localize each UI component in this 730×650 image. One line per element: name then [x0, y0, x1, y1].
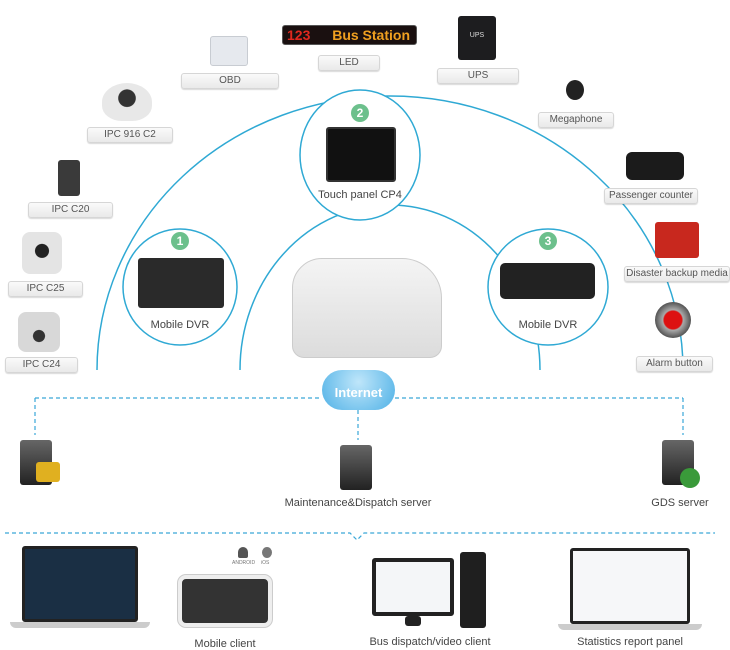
label-ups: UPS: [437, 68, 519, 84]
badge-1: 1: [171, 232, 189, 250]
label-led: LED: [318, 55, 380, 71]
badge-2: 2: [351, 104, 369, 122]
internet-cloud: Internet: [322, 370, 395, 410]
database-box-icon: [36, 462, 60, 482]
internet-dashed-links: [5, 397, 715, 541]
dome-camera-icon: [102, 83, 152, 121]
android-icon: [238, 547, 248, 558]
label-ipc-c25: IPC C25: [8, 281, 83, 297]
apple-icon: [262, 547, 272, 558]
label-maintenance-dispatch-server: Maintenance&Dispatch server: [284, 497, 432, 509]
label-statistics-report-panel: Statistics report panel: [577, 636, 683, 648]
label-mobile-client: Mobile client: [194, 638, 256, 650]
label-mobile-dvr-3: Mobile DVR: [518, 319, 578, 331]
label-ipc-c20: IPC C20: [28, 202, 113, 218]
led-number: 123: [287, 27, 311, 43]
camera-icon: [22, 232, 62, 274]
desktop-monitor-icon: [372, 558, 454, 616]
ios-label: iOS: [261, 560, 270, 566]
pc-tower-icon: [460, 552, 486, 628]
android-label: ANDROID: [232, 560, 256, 566]
ups-text: UPS: [469, 32, 485, 39]
led-sign-icon: 123 Bus Station: [282, 25, 417, 45]
laptop-base: [10, 622, 150, 628]
mobile-dvr-icon: [500, 263, 595, 299]
laptop-statistics-icon: [570, 548, 690, 624]
gds-globe-icon: [680, 468, 700, 488]
label-passenger-counter: Passenger counter: [604, 188, 698, 204]
laptop-base: [558, 624, 702, 630]
label-obd: OBD: [181, 73, 279, 89]
ups-box-icon: UPS: [458, 16, 496, 60]
counter-icon: [626, 152, 684, 180]
server-icon: [340, 445, 372, 490]
label-alarm-button: Alarm button: [636, 356, 713, 372]
label-megaphone: Megaphone: [538, 112, 614, 128]
label-ipc-916-c2: IPC 916 C2: [87, 127, 173, 143]
label-mobile-dvr-1: Mobile DVR: [150, 319, 210, 331]
outer-arc: [96, 95, 684, 371]
label-ipc-c24: IPC C24: [5, 357, 78, 373]
mobile-dvr-icon: [138, 258, 224, 308]
megaphone-icon: [566, 80, 584, 100]
van-icon: [292, 258, 442, 358]
alarm-button-icon: [655, 302, 691, 338]
obd-box-icon: [210, 36, 248, 66]
label-gds-server: GDS server: [651, 497, 709, 509]
camera-icon: [18, 312, 60, 352]
body-camera-icon: [58, 160, 80, 196]
laptop-video-client-icon: [22, 546, 138, 622]
label-bus-dispatch-client: Bus dispatch/video client: [369, 636, 491, 648]
backup-box-icon: [655, 222, 699, 258]
led-text: Bus Station: [332, 27, 410, 43]
mobile-phone-icon: [178, 575, 272, 627]
label-touch-panel: Touch panel CP4: [318, 189, 402, 201]
monitor-stand: [405, 616, 421, 626]
badge-3: 3: [539, 232, 557, 250]
touch-panel-icon: [326, 127, 396, 182]
label-disaster-backup-media: Disaster backup media: [624, 266, 730, 282]
